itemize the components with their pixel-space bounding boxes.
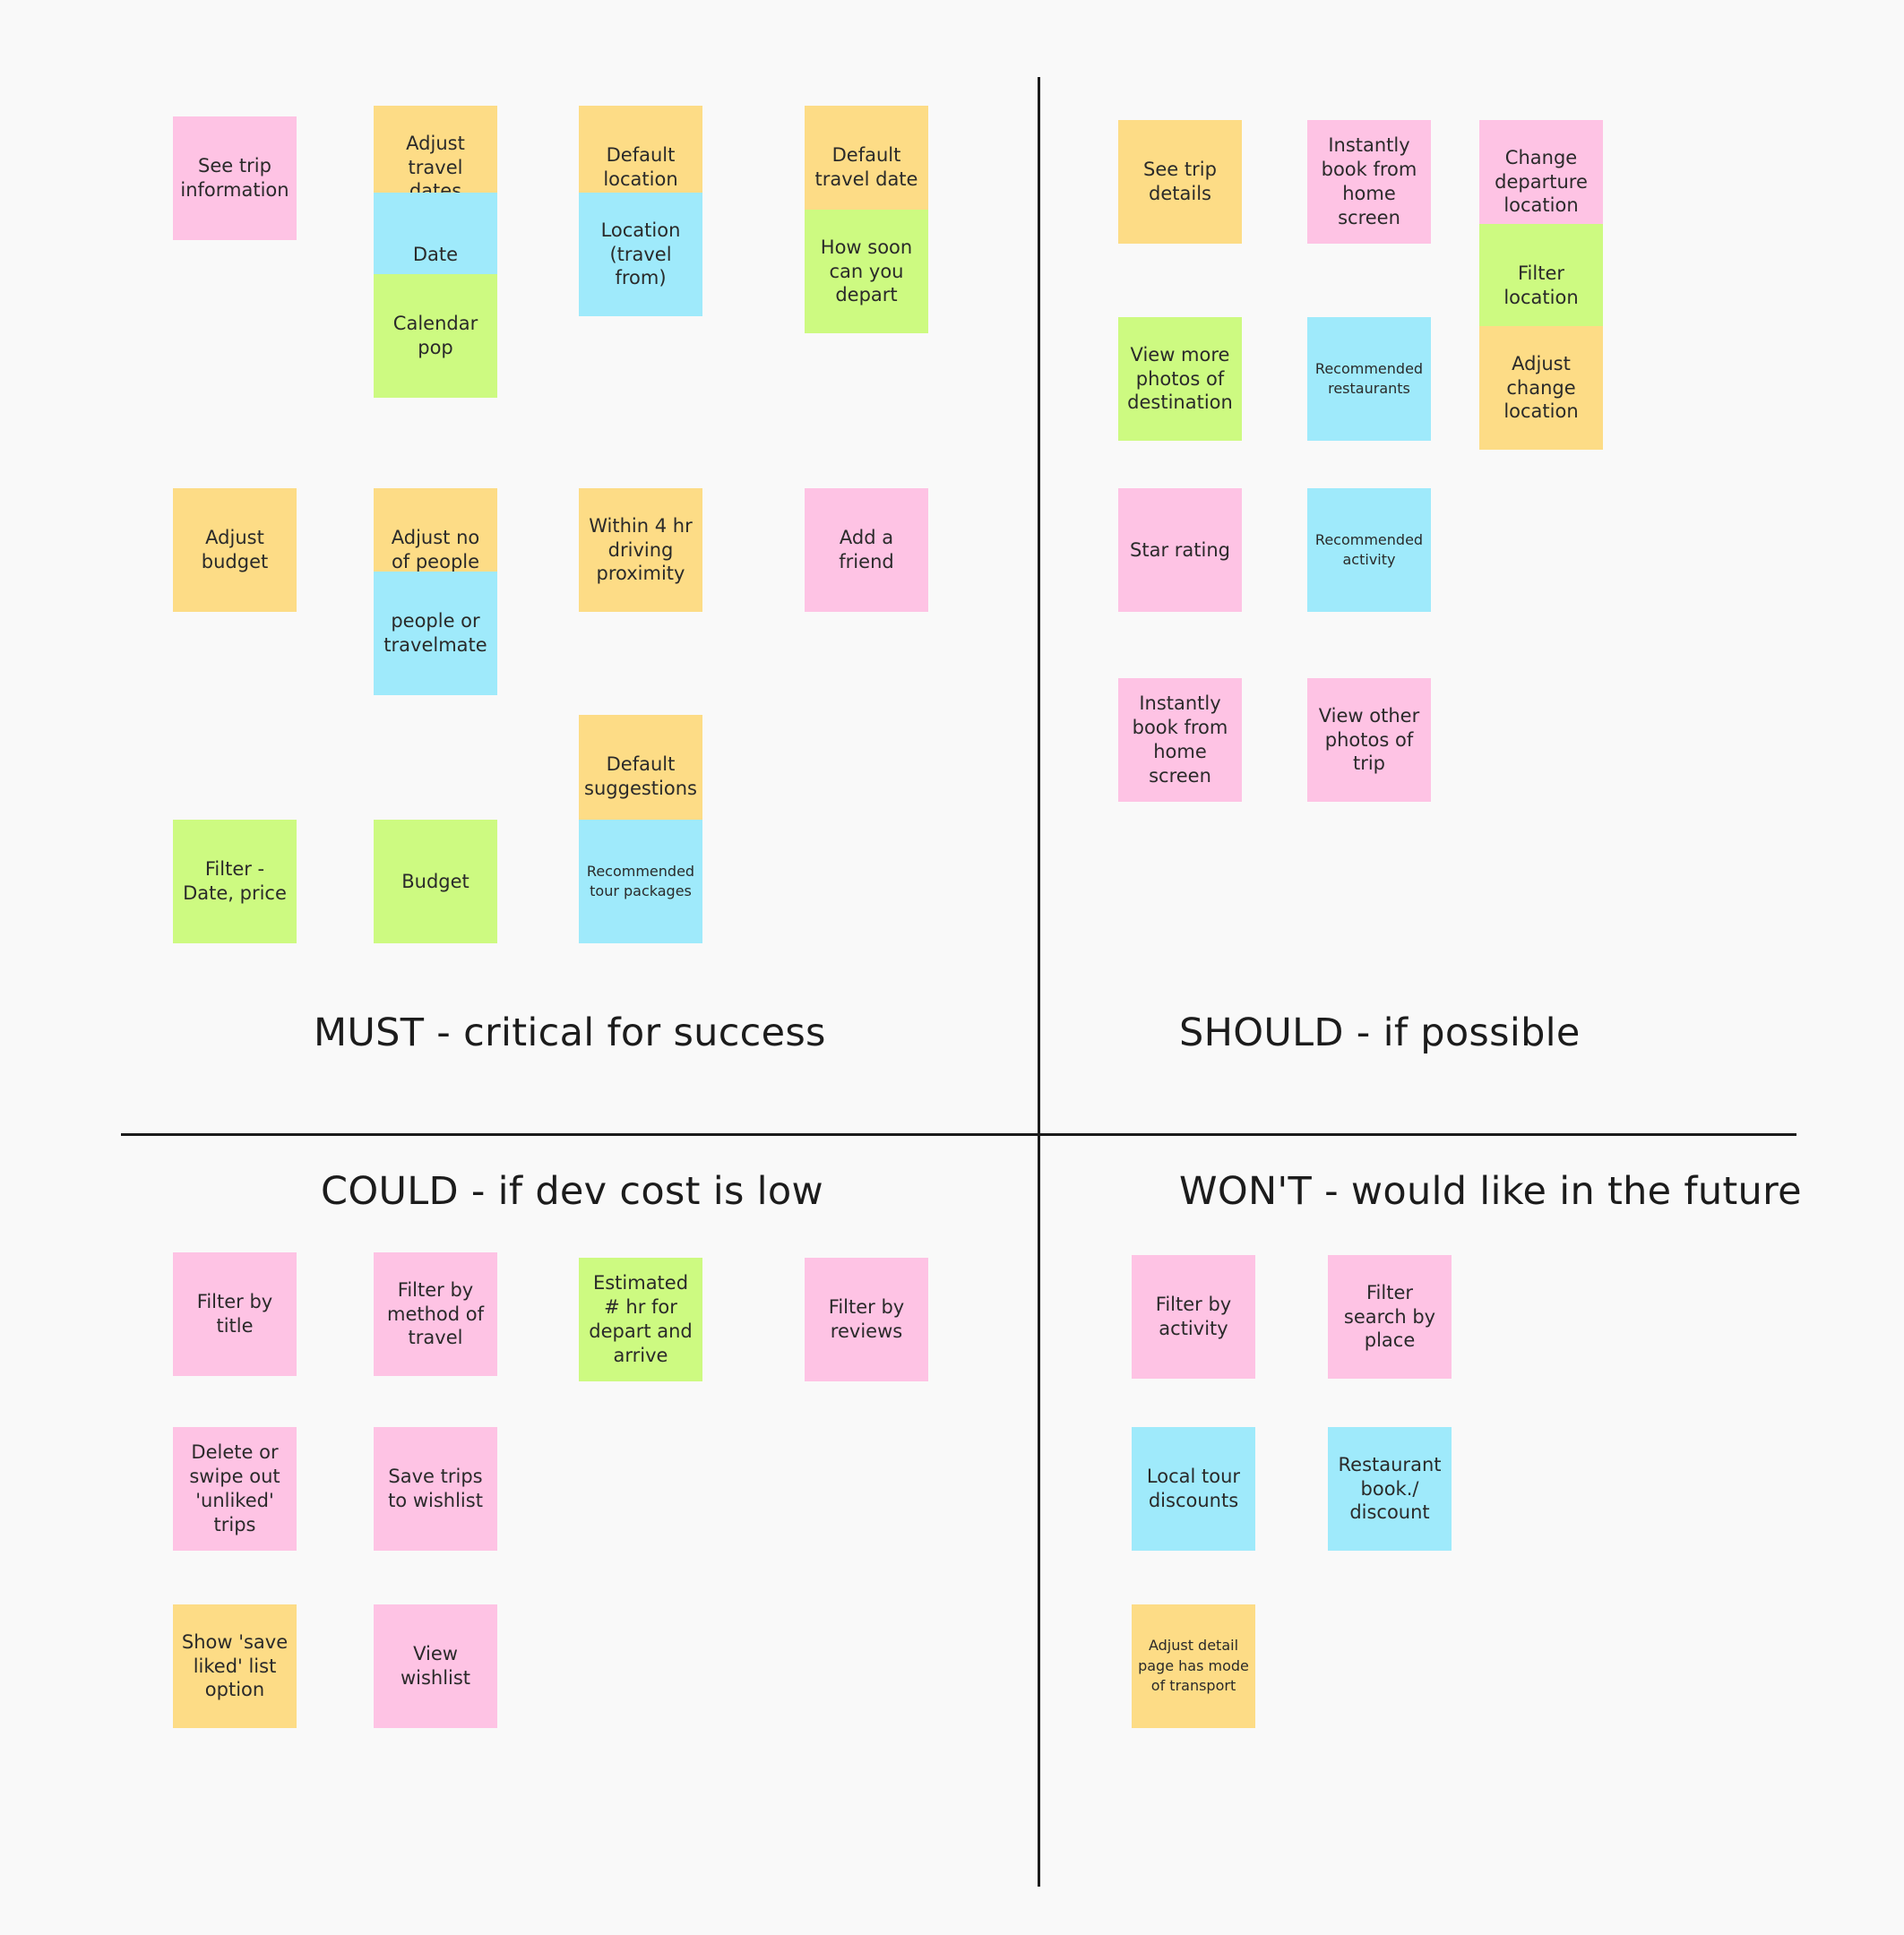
sticky-note[interactable]: Local tour discounts [1132,1427,1255,1551]
sticky-note[interactable]: Location (travel from) [579,193,702,316]
sticky-note[interactable]: Restaurant book./ discount [1328,1427,1452,1551]
sticky-note[interactable]: Instantly book from home screen [1307,120,1431,244]
sticky-note[interactable]: Adjust change location [1479,326,1603,450]
sticky-note[interactable]: Recommended activity [1307,488,1431,612]
sticky-note[interactable]: Budget [374,820,497,943]
sticky-note[interactable]: View more photos of destination [1118,317,1242,441]
sticky-note[interactable]: Filter by reviews [805,1258,928,1381]
sticky-note[interactable]: View wishlist [374,1604,497,1728]
sticky-note[interactable]: Delete or swipe out 'unliked' trips [173,1427,297,1551]
must-quadrant-title: MUST - critical for success [314,1010,826,1055]
sticky-note[interactable]: Filter - Date, price [173,820,297,943]
sticky-note[interactable]: Filter search by place [1328,1255,1452,1379]
sticky-note[interactable]: Default travel date [805,106,928,229]
sticky-note[interactable]: Change departure location [1479,120,1603,244]
sticky-note[interactable]: people or travelmate [374,572,497,695]
sticky-note[interactable]: Estimated # hr for depart and arrive [579,1258,702,1381]
sticky-note[interactable]: Recommended restaurants [1307,317,1431,441]
sticky-note[interactable]: See trip information [173,116,297,240]
sticky-note[interactable]: Filter by method of travel [374,1252,497,1376]
sticky-note[interactable]: Save trips to wishlist [374,1427,497,1551]
sticky-note[interactable]: Add a friend [805,488,928,612]
sticky-note[interactable]: Show 'save liked' list option [173,1604,297,1728]
sticky-note[interactable]: How soon can you depart [805,210,928,333]
sticky-note[interactable]: Default suggestions [579,715,702,838]
sticky-note[interactable]: Instantly book from home screen [1118,678,1242,802]
sticky-note[interactable]: Filter by activity [1132,1255,1255,1379]
sticky-note[interactable]: Star rating [1118,488,1242,612]
could-quadrant-title: COULD - if dev cost is low [321,1169,824,1214]
should-quadrant-title: SHOULD - if possible [1179,1010,1581,1055]
sticky-note[interactable]: Calendar pop [374,274,497,398]
sticky-note[interactable]: Adjust budget [173,488,297,612]
sticky-note[interactable]: Adjust detail page has mode of transport [1132,1604,1255,1728]
sticky-note[interactable]: Recommended tour packages [579,820,702,943]
horizontal-divider [121,1133,1796,1136]
vertical-divider [1038,77,1040,1887]
sticky-note[interactable]: See trip details [1118,120,1242,244]
wont-quadrant-title: WON'T - would like in the future [1179,1169,1802,1214]
sticky-note[interactable]: View other photos of trip [1307,678,1431,802]
sticky-note[interactable]: Filter by title [173,1252,297,1376]
sticky-note[interactable]: Within 4 hr driving proximity [579,488,702,612]
